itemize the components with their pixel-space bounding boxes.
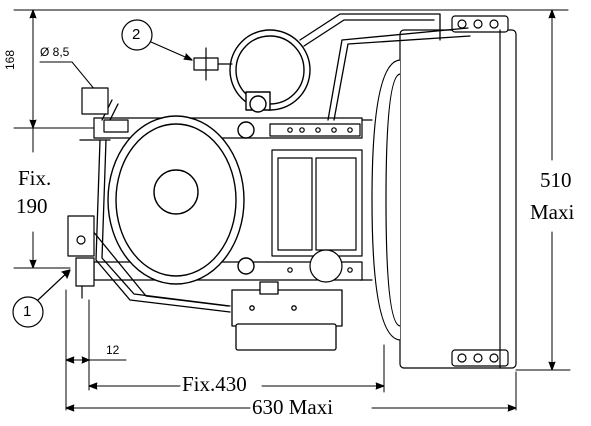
dimension-pipe-diameter: Ø 8,5 (40, 45, 70, 59)
dimension-max-height-label: Maxi (530, 200, 575, 224)
callout-2-label: 2 (132, 26, 141, 43)
connection-valves (67, 87, 129, 299)
receiver-tank (229, 29, 311, 113)
callout-1-label: 1 (23, 303, 32, 320)
dimension-offset-12: 12 (106, 343, 120, 357)
fan-motor (271, 149, 363, 283)
callout-2-marker (121, 19, 193, 61)
compressor (107, 115, 255, 285)
electric-box (231, 281, 343, 351)
dimension-max-width: 630 Maxi (252, 395, 334, 419)
callout-1-marker (12, 269, 71, 328)
dimension-fix-height-value: 190 (16, 194, 48, 218)
service-valve-2 (193, 47, 233, 81)
dimension-max-height-value: 510 (540, 168, 572, 192)
dimension-fix-width: Fix.430 (182, 372, 247, 396)
condenser (399, 15, 517, 369)
dimension-fix-height-label: Fix. (18, 166, 52, 190)
dimension-168: 168 (3, 49, 17, 70)
fan-shroud (359, 59, 401, 341)
